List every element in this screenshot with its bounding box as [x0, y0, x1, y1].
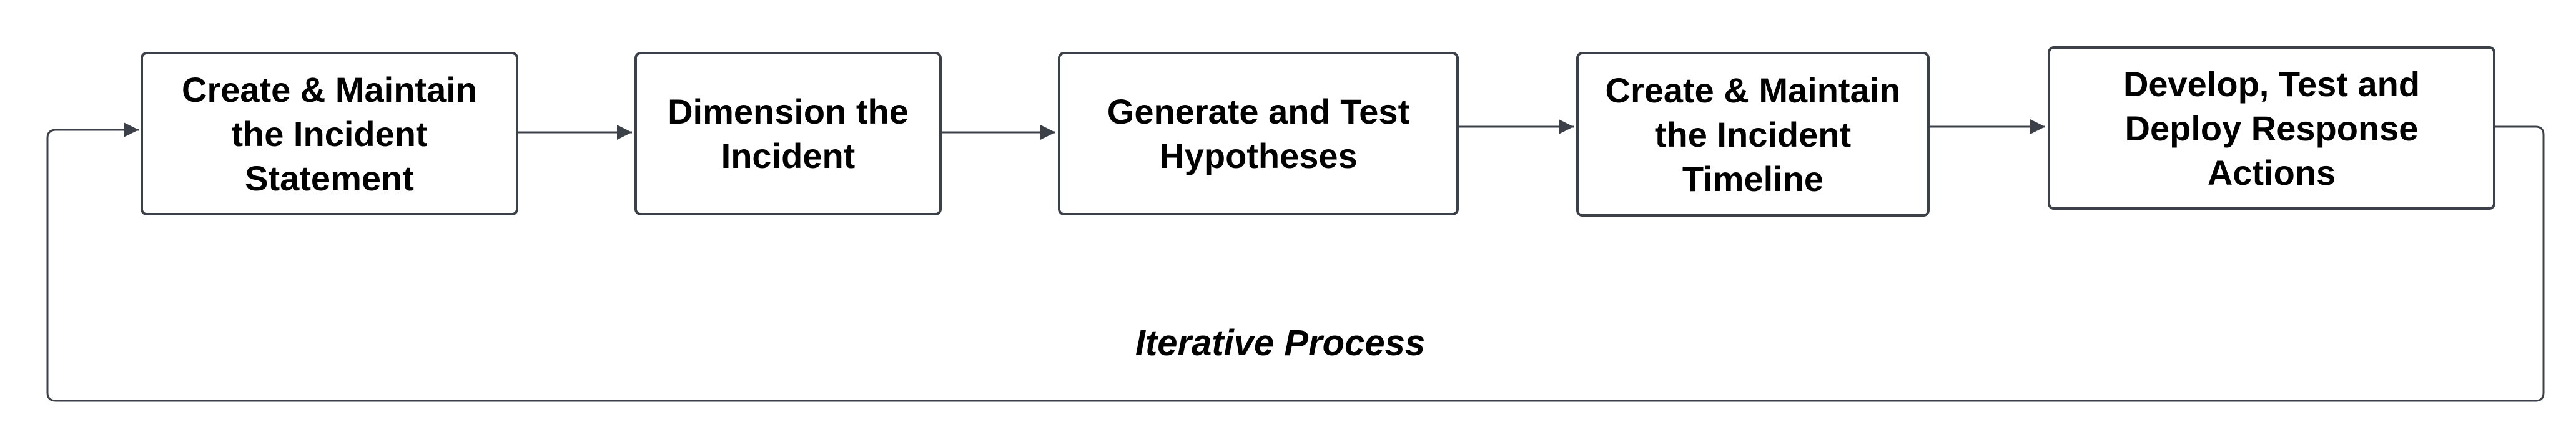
step-label: Generate and Test Hypotheses [1107, 92, 1410, 175]
step-label: Create & Maintain the Incident Statement [182, 69, 477, 198]
feedback-loop-arrow [46, 122, 2545, 402]
step-label: Dimension the Incident [668, 92, 909, 175]
step-dimension-incident: Dimension the Incident [634, 52, 942, 215]
step-create-maintain-incident-timeline: Create & Maintain the Incident Timeline [1576, 52, 1930, 217]
loop-label: Iterative Process [1135, 323, 1426, 363]
step-label: Create & Maintain the Incident Timeline [1605, 70, 1901, 199]
step-create-maintain-incident-statement: Create & Maintain the Incident Statement [141, 52, 518, 215]
step-develop-test-deploy-response-actions: Develop, Test and Deploy Response Action… [2048, 46, 2495, 210]
step-generate-test-hypotheses: Generate and Test Hypotheses [1058, 52, 1459, 215]
step-label: Develop, Test and Deploy Response Action… [2123, 64, 2421, 192]
